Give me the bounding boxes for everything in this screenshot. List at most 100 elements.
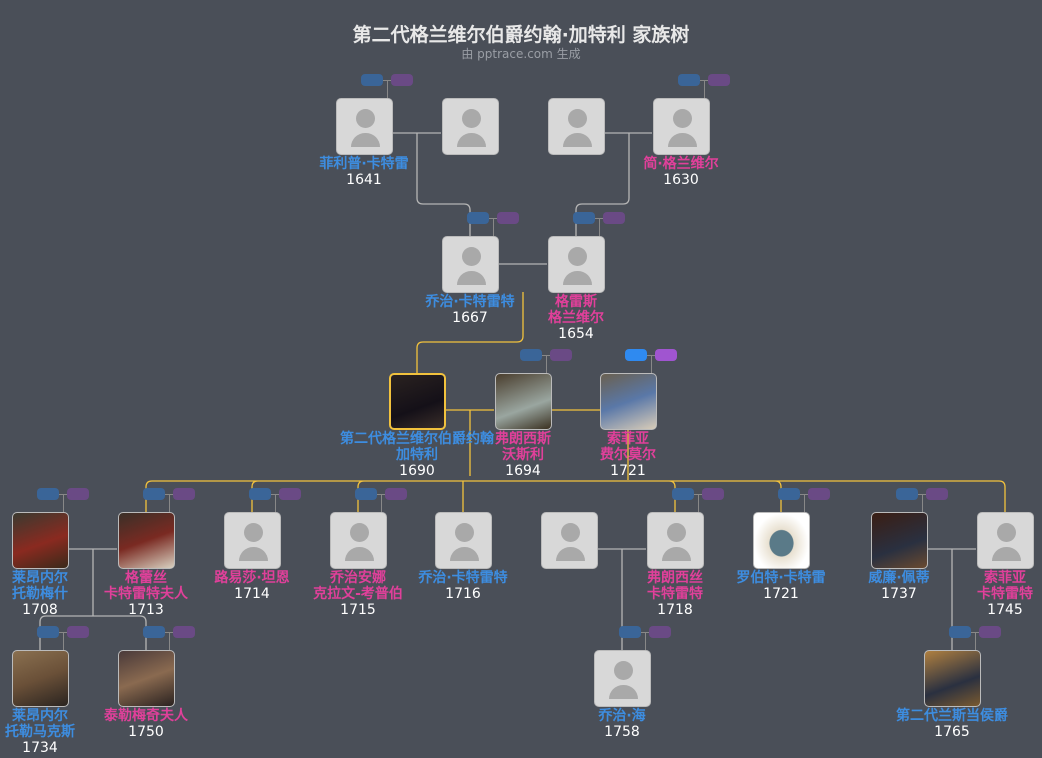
spouse-toggle-button[interactable] bbox=[649, 626, 671, 638]
person-card[interactable] bbox=[330, 512, 387, 569]
person-card[interactable] bbox=[389, 373, 446, 430]
person-card[interactable] bbox=[647, 512, 704, 569]
parents-toggle-button[interactable] bbox=[143, 488, 165, 500]
spouse-toggle-button[interactable] bbox=[603, 212, 625, 224]
badge-connector bbox=[704, 80, 705, 98]
person-name: 第二代格兰维尔伯爵约翰 bbox=[340, 431, 494, 447]
spouse-toggle-button[interactable] bbox=[979, 626, 1001, 638]
spouse-toggle-button[interactable] bbox=[279, 488, 301, 500]
person-name: 卡特雷特 bbox=[977, 586, 1033, 602]
birth-year: 1713 bbox=[128, 602, 164, 618]
default-avatar-icon bbox=[563, 271, 592, 285]
person-card[interactable] bbox=[541, 512, 598, 569]
person-card[interactable] bbox=[336, 98, 393, 155]
default-avatar-icon bbox=[462, 247, 481, 266]
parents-toggle-button[interactable] bbox=[355, 488, 377, 500]
birth-year: 1750 bbox=[128, 724, 164, 740]
person-card[interactable] bbox=[118, 650, 175, 707]
child-line bbox=[416, 133, 471, 236]
badge-connector bbox=[647, 355, 655, 356]
person-name: 格雷斯 bbox=[555, 294, 597, 310]
spouse-toggle-button[interactable] bbox=[173, 488, 195, 500]
person-card[interactable] bbox=[653, 98, 710, 155]
person-card[interactable] bbox=[12, 512, 69, 569]
parents-toggle-button[interactable] bbox=[467, 212, 489, 224]
person-card[interactable] bbox=[977, 512, 1034, 569]
person-card[interactable] bbox=[753, 512, 810, 569]
child-line bbox=[416, 292, 524, 373]
person-name: 莱昂内尔 bbox=[12, 708, 68, 724]
default-avatar-icon bbox=[561, 523, 580, 542]
birth-year: 1734 bbox=[22, 740, 58, 756]
person-card[interactable] bbox=[442, 98, 499, 155]
person-card[interactable] bbox=[600, 373, 657, 430]
parents-toggle-button[interactable] bbox=[896, 488, 918, 500]
default-avatar-icon bbox=[568, 109, 587, 128]
parents-toggle-button[interactable] bbox=[949, 626, 971, 638]
person-card[interactable] bbox=[224, 512, 281, 569]
spouse-toggle-button[interactable] bbox=[702, 488, 724, 500]
spouse-toggle-button[interactable] bbox=[808, 488, 830, 500]
default-avatar-icon bbox=[450, 547, 479, 561]
portrait-photo bbox=[925, 651, 980, 706]
birth-year: 1708 bbox=[22, 602, 58, 618]
person-card[interactable] bbox=[924, 650, 981, 707]
spouse-toggle-button[interactable] bbox=[655, 349, 677, 361]
parents-toggle-button[interactable] bbox=[625, 349, 647, 361]
person-card[interactable] bbox=[442, 236, 499, 293]
spouse-toggle-button[interactable] bbox=[708, 74, 730, 86]
default-avatar-icon bbox=[350, 523, 369, 542]
person-name: 弗朗西斯 bbox=[495, 431, 551, 447]
default-avatar-icon bbox=[667, 523, 686, 542]
child-line bbox=[39, 549, 147, 650]
default-avatar-icon bbox=[356, 109, 375, 128]
person-card[interactable] bbox=[118, 512, 175, 569]
parents-toggle-button[interactable] bbox=[573, 212, 595, 224]
default-avatar-icon bbox=[662, 547, 691, 561]
person-card[interactable] bbox=[435, 512, 492, 569]
person-name: 卡特雷特 bbox=[647, 586, 703, 602]
default-avatar-icon bbox=[992, 547, 1021, 561]
badge-connector bbox=[698, 494, 699, 512]
parents-toggle-button[interactable] bbox=[619, 626, 641, 638]
parents-toggle-button[interactable] bbox=[678, 74, 700, 86]
person-name: 泰勒梅奇夫人 bbox=[104, 708, 188, 724]
person-card[interactable] bbox=[548, 98, 605, 155]
badge-connector bbox=[377, 494, 385, 495]
spouse-toggle-button[interactable] bbox=[67, 488, 89, 500]
badge-connector bbox=[59, 632, 67, 633]
person-card[interactable] bbox=[548, 236, 605, 293]
spouse-toggle-button[interactable] bbox=[926, 488, 948, 500]
person-card[interactable] bbox=[871, 512, 928, 569]
parents-toggle-button[interactable] bbox=[361, 74, 383, 86]
spouse-toggle-button[interactable] bbox=[173, 626, 195, 638]
person-card[interactable] bbox=[12, 650, 69, 707]
spouse-toggle-button[interactable] bbox=[385, 488, 407, 500]
parents-toggle-button[interactable] bbox=[143, 626, 165, 638]
spouse-toggle-button[interactable] bbox=[391, 74, 413, 86]
parents-toggle-button[interactable] bbox=[249, 488, 271, 500]
default-avatar-icon bbox=[455, 523, 474, 542]
person-name: 索菲亚 bbox=[607, 431, 649, 447]
default-avatar-icon bbox=[614, 661, 633, 680]
parents-toggle-button[interactable] bbox=[778, 488, 800, 500]
person-card[interactable] bbox=[594, 650, 651, 707]
spouse-toggle-button[interactable] bbox=[67, 626, 89, 638]
parents-toggle-button[interactable] bbox=[520, 349, 542, 361]
person-name: 第二代兰斯当侯爵 bbox=[896, 708, 1008, 724]
parents-toggle-button[interactable] bbox=[672, 488, 694, 500]
parents-toggle-button[interactable] bbox=[37, 626, 59, 638]
person-card[interactable] bbox=[495, 373, 552, 430]
spouse-toggle-button[interactable] bbox=[497, 212, 519, 224]
badge-connector bbox=[651, 355, 652, 373]
spouse-toggle-button[interactable] bbox=[550, 349, 572, 361]
parents-toggle-button[interactable] bbox=[37, 488, 59, 500]
